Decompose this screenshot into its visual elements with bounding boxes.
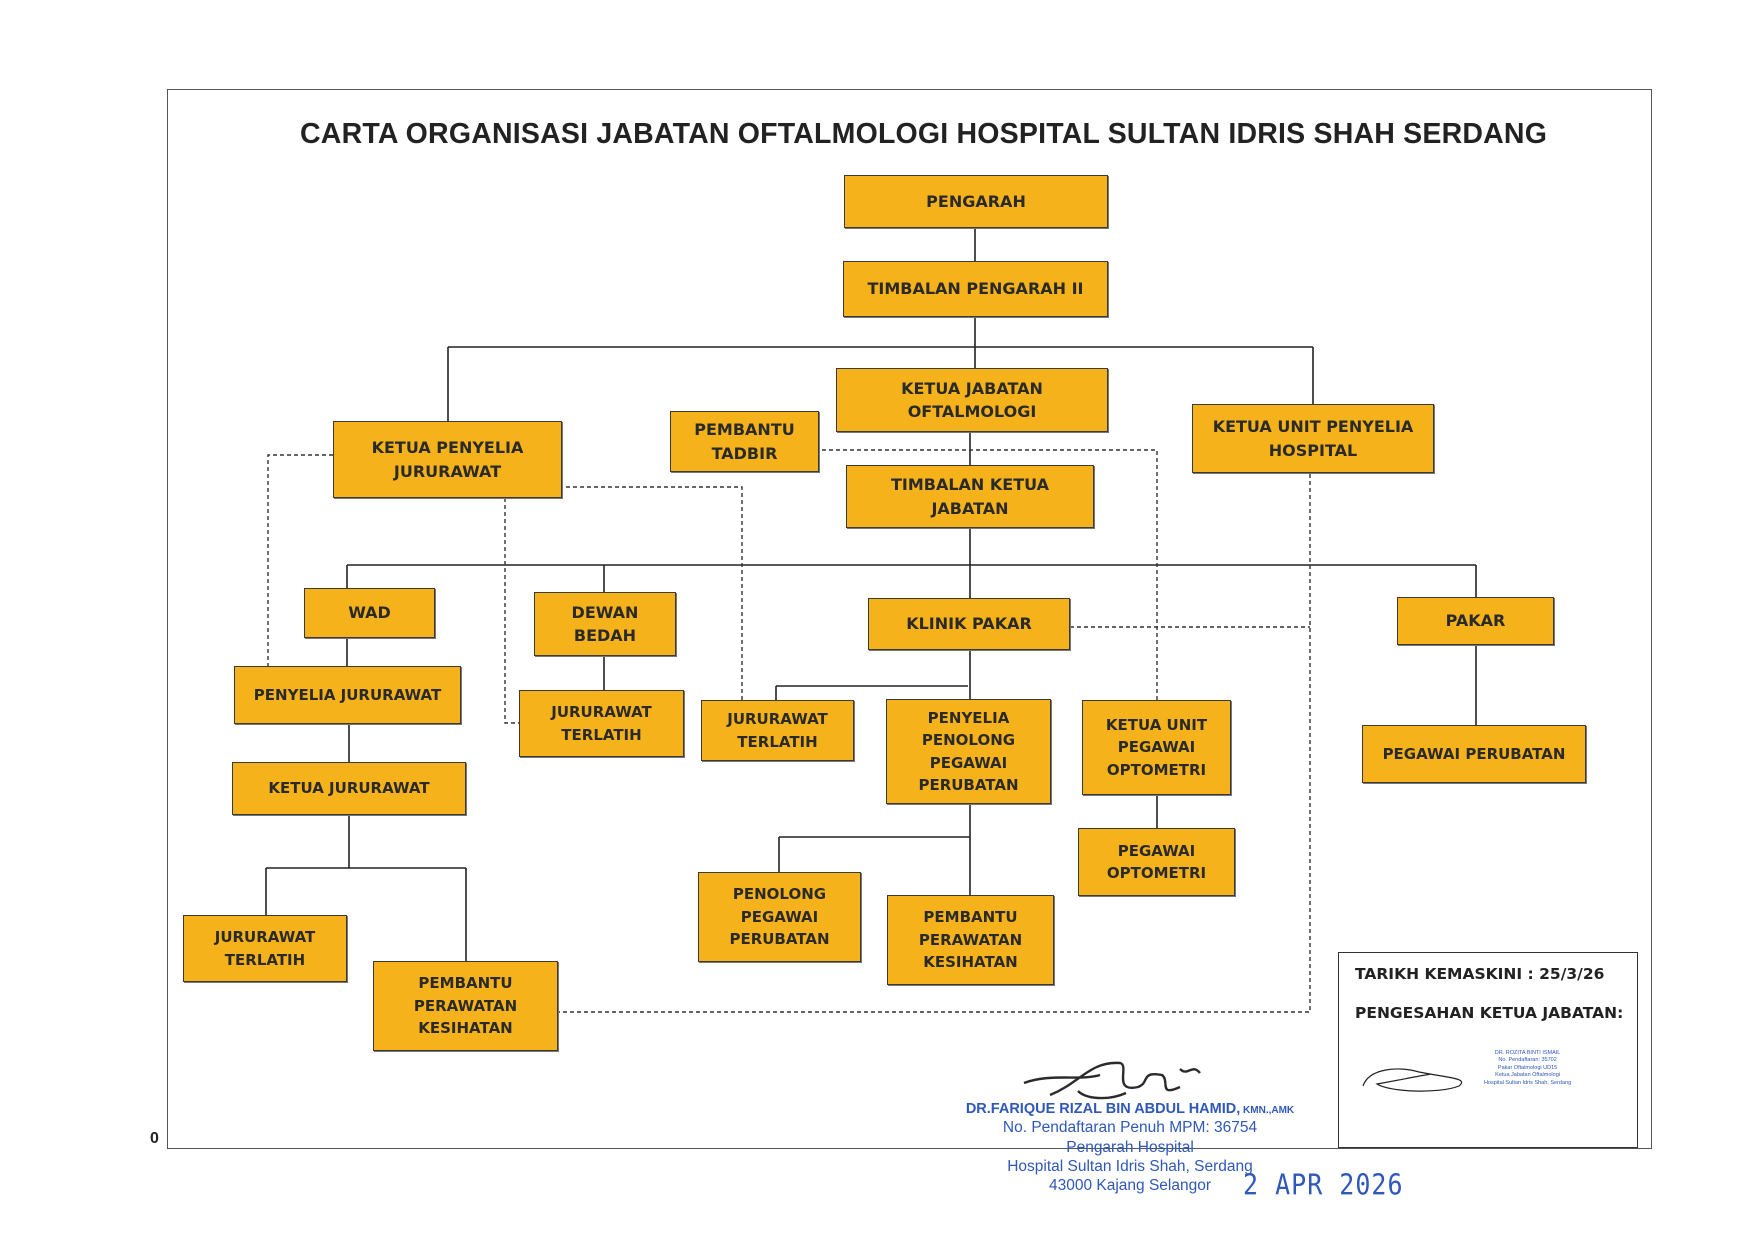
node-timbalan-pengarah: TIMBALAN PENGARAH II	[843, 261, 1108, 317]
node-pembantu-perawatan-kesihatan-klinik: PEMBANTU PERAWATAN KESIHATAN	[887, 895, 1054, 985]
node-wad: WAD	[304, 588, 435, 638]
update-date: TARIKH KEMASKINI : 25/3/26	[1355, 965, 1605, 983]
node-timbalan-ketua-jabatan: TIMBALAN KETUA JABATAN	[846, 465, 1094, 528]
director-hospital: Hospital Sultan Idris Shah, Serdang	[1007, 1157, 1253, 1175]
node-pakar: PAKAR	[1397, 597, 1554, 645]
hod-stamp: DR. ROZITA BINTI ISMAIL No. Pendaftaran:…	[1484, 1050, 1572, 1086]
node-jururawat-terlatih-dewan-bedah: JURURAWAT TERLATIH	[519, 690, 684, 757]
director-post-nominal: KMN.,AMK	[1240, 1105, 1295, 1116]
date-stamp: 2 APR 2026	[1243, 1167, 1404, 1202]
node-jururawat-terlatih-klinik-pakar: JURURAWAT TERLATIH	[701, 700, 854, 761]
node-ketua-unit-pegawai-optometri: KETUA UNIT PEGAWAI OPTOMETRI	[1082, 700, 1231, 795]
node-klinik-pakar: KLINIK PAKAR	[868, 598, 1070, 650]
node-pegawai-perubatan: PEGAWAI PERUBATAN	[1362, 725, 1586, 783]
node-penyelia-jururawat: PENYELIA JURURAWAT	[234, 666, 461, 724]
node-jururawat-terlatih-wad: JURURAWAT TERLATIH	[183, 915, 347, 982]
node-dewan-bedah: DEWAN BEDAH	[534, 592, 676, 656]
node-pengarah: PENGARAH	[844, 175, 1108, 228]
director-name: DR.FARIQUE RIZAL BIN ABDUL HAMID,	[965, 1101, 1241, 1117]
approval-label: PENGESAHAN KETUA JABATAN:	[1355, 1004, 1624, 1022]
director-signature	[1023, 1061, 1201, 1100]
node-ketua-jabatan-oftalmologi: KETUA JABATAN OFTALMOLOGI	[836, 368, 1108, 432]
director-mmc: No. Pendaftaran Penuh MPM: 36754	[1002, 1119, 1258, 1137]
info-box: TARIKH KEMASKINI : 25/3/26 PENGESAHAN KE…	[1338, 952, 1638, 1148]
dashed-kpj-db-jururawat	[504, 498, 519, 724]
dashed-unit-penyelia-wad	[558, 474, 1311, 1013]
node-penyelia-penolong-pegawai-perubatan: PENYELIA PENOLONG PEGAWAI PERUBATAN	[886, 699, 1051, 804]
node-ketua-unit-penyelia-hospital: KETUA UNIT PENYELIA HOSPITAL	[1192, 404, 1434, 473]
chart-title: CARTA ORGANISASI JABATAN OFTALMOLOGI HOS…	[300, 118, 1548, 150]
page-mark: 0	[150, 1130, 159, 1147]
node-pegawai-optometri: PEGAWAI OPTOMETRI	[1078, 828, 1235, 896]
hod-signature	[1362, 1068, 1462, 1092]
node-ketua-penyelia-jururawat: KETUA PENYELIA JURURAWAT	[333, 421, 562, 498]
dashed-kpj-penyelia	[267, 454, 333, 666]
dashed-kpj-kp-jururawat	[566, 486, 743, 700]
chart-frame	[167, 89, 1652, 1149]
director-address: 43000 Kajang Selangor	[1048, 1177, 1212, 1195]
node-pembantu-tadbir: PEMBANTU TADBIR	[670, 411, 819, 472]
director-stamp: DR.FARIQUE RIZAL BIN ABDUL HAMID, KMN.,A…	[940, 1100, 1320, 1196]
node-ketua-jururawat: KETUA JURURAWAT	[232, 762, 466, 815]
node-penolong-pegawai-perubatan: PENOLONG PEGAWAI PERUBATAN	[698, 872, 861, 962]
node-pembantu-perawatan-kesihatan-wad: PEMBANTU PERAWATAN KESIHATAN	[373, 961, 558, 1051]
director-name-line: DR.FARIQUE RIZAL BIN ABDUL HAMID, KMN.,A…	[940, 1100, 1320, 1118]
director-position: Pengarah Hospital	[1066, 1138, 1194, 1156]
